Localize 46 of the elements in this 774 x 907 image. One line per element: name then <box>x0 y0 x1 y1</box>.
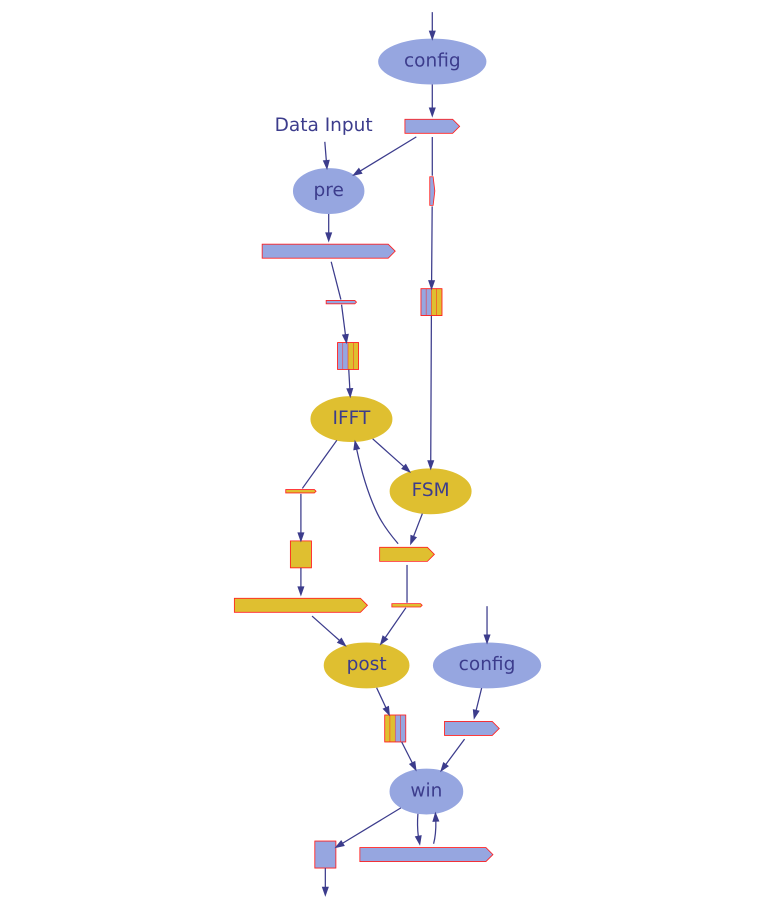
connector <box>431 137 432 176</box>
node-bar <box>378 546 434 562</box>
arrow <box>296 494 304 543</box>
arrow <box>372 438 411 474</box>
arrow <box>472 688 482 720</box>
connector <box>406 564 408 603</box>
node-bar <box>261 244 396 259</box>
arrow <box>414 814 422 846</box>
node-ellipse: FSM <box>389 468 472 514</box>
node-ellipse: post <box>323 642 409 688</box>
node-bar <box>284 489 316 494</box>
arrow <box>376 687 390 716</box>
node-bar <box>233 598 368 613</box>
arrow <box>400 742 416 772</box>
arrow <box>334 807 401 848</box>
arrow <box>426 316 434 470</box>
arrow <box>410 513 422 546</box>
arrow <box>432 812 439 844</box>
arrow <box>324 214 332 242</box>
arrow <box>346 370 353 398</box>
arrow <box>340 304 348 344</box>
node-ellipse: config <box>378 38 486 85</box>
arrow <box>428 206 435 290</box>
arrow <box>428 12 436 41</box>
arrow <box>322 142 330 170</box>
arrow <box>352 136 416 176</box>
node-bar <box>444 721 500 736</box>
arrow <box>352 440 398 544</box>
arrow <box>379 607 406 646</box>
connector <box>301 440 337 489</box>
connector <box>330 262 341 300</box>
node-bar <box>404 118 460 134</box>
node-ellipse: IFFT <box>310 396 392 442</box>
arrow <box>440 738 465 772</box>
node-bar <box>358 847 494 862</box>
arrow <box>321 868 328 897</box>
node-ellipse: win <box>389 768 463 814</box>
arrow <box>296 568 304 597</box>
node-text: Data Input <box>274 115 372 136</box>
arrow <box>311 616 346 647</box>
node-bar <box>428 176 435 206</box>
node-bar <box>325 300 357 304</box>
node-bar <box>390 603 422 608</box>
arrow <box>428 84 436 118</box>
node-ellipse: config <box>432 642 541 688</box>
arrow <box>482 606 490 645</box>
